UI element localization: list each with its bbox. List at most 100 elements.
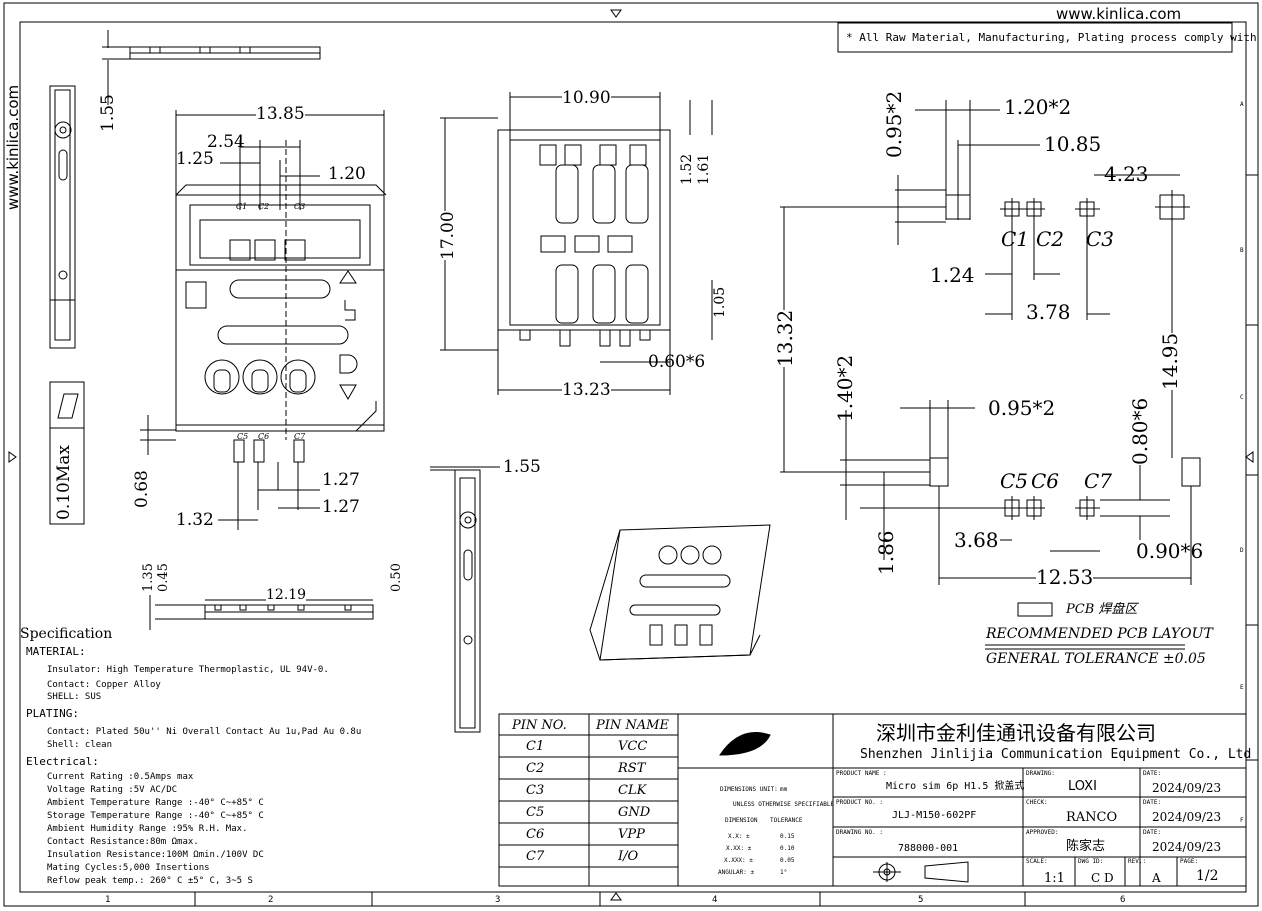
drawing-by: LOXI <box>1068 779 1097 794</box>
pin-no: C6 <box>526 827 545 842</box>
center-mark-bottom <box>610 892 622 901</box>
date-check: 2024/09/23 <box>1152 810 1222 824</box>
dim-top-060x6: 0.60*6 <box>648 352 706 372</box>
pin-no: C3 <box>526 783 545 798</box>
pcb-dim-090x6: 0.90*6 <box>1136 539 1204 563</box>
front-view <box>149 595 374 630</box>
pcb-pad-label: C2 <box>1036 227 1065 251</box>
pcb-dim-120x2: 1.20*2 <box>1004 95 1072 119</box>
pcb-dim-368: 3.68 <box>954 528 999 552</box>
page-label: PAGE: <box>1180 858 1199 865</box>
row-marker: A <box>1240 101 1244 108</box>
rev-label: REV.: <box>1128 858 1147 865</box>
pcb-dim-080x6: 0.80*6 <box>1128 397 1152 465</box>
pcb-legend-text: PCB 焊盘区 <box>1066 602 1138 617</box>
spec-insulator: Insulator: High Temperature Thermoplasti… <box>47 665 329 675</box>
product-no-label: PRODUCT NO. : <box>836 799 883 806</box>
tol-value: 0.05 <box>780 857 795 864</box>
dim-side-height: 1.55 <box>98 94 118 132</box>
spec-voltage: Voltage Rating :5V AC/DC <box>47 785 178 795</box>
col-marker: 3 <box>495 895 501 905</box>
dim-front-050: 0.50 <box>389 563 404 592</box>
dim-120: 1.20 <box>328 164 366 184</box>
spec-shell: SHELL: SUS <box>47 692 102 702</box>
header-website[interactable]: www.kinlica.com <box>1056 5 1182 23</box>
contact-label: C2 <box>258 202 270 211</box>
dim-top-1090: 10.90 <box>562 88 611 108</box>
pin-name: CLK <box>618 783 647 798</box>
unless-note: UNLESS OTHERWISE SPECIFIABLE <box>733 801 835 808</box>
dim-127a: 1.27 <box>322 470 360 490</box>
dims-unit: mm <box>780 786 788 793</box>
zone-ticks <box>194 174 1258 906</box>
logo-mark <box>719 732 771 756</box>
pcb-pad-label: C7 <box>1084 469 1113 493</box>
pcb-pad-label: C1 <box>1001 227 1030 251</box>
col-marker: 1 <box>105 895 111 905</box>
check-label: CHECK: <box>1026 799 1048 806</box>
drawing-no-label: DRAWING NO. : <box>836 829 883 836</box>
pcb-dim-1332: 13.32 <box>773 309 797 367</box>
col-marker: 6 <box>1120 895 1126 905</box>
right-side-view <box>430 466 500 733</box>
dim-125: 1.25 <box>176 149 214 169</box>
scale-label: SCALE: <box>1026 858 1048 865</box>
pcb-recommended: RECOMMENDED PCB LAYOUT <box>986 626 1213 642</box>
pcb-pad-label: C3 <box>1086 227 1115 251</box>
spec-electrical-head: Electrical: <box>26 755 99 768</box>
spec-reflow: Reflow peak temp.: 260° C ±5° C, 3~5 S <box>47 876 253 886</box>
spec-contact: Contact: Copper Alloy <box>47 680 161 690</box>
tol-value: 0.10 <box>780 845 795 852</box>
side-website: www.kinlica.com <box>4 84 22 210</box>
pin-name: RST <box>618 761 646 776</box>
scale-value: 1:1 <box>1044 871 1065 886</box>
pcb-dim-186: 1.86 <box>874 530 898 575</box>
flatness-box <box>49 381 85 525</box>
spec-storage-temp: Storage Temperature Range :-40° C~+85° C <box>47 811 264 821</box>
date-label: DATE: <box>1143 770 1162 777</box>
drawing-no: 788000-001 <box>898 843 959 854</box>
approved-label: APPROVED: <box>1026 829 1059 836</box>
pcb-pad-label: C6 <box>1031 469 1060 493</box>
date-drawing: 2024/09/23 <box>1152 781 1222 795</box>
pin-name: VCC <box>618 739 648 754</box>
dim-front-045: 0.45 <box>156 563 171 592</box>
dwg-id-label: DWG ID: <box>1078 858 1104 865</box>
center-mark-right <box>1245 451 1254 463</box>
pcb-dim-140x2: 1.40*2 <box>833 354 857 422</box>
company-cn: 深圳市金利佳通讯设备有限公司 <box>876 721 1156 745</box>
side-view-left <box>49 85 76 349</box>
dim-top-161: 1.61 <box>696 153 712 185</box>
spec-insulation: Insulation Resistance:100M Ωmin./100V DC <box>47 850 264 860</box>
pcb-dim-095x2-bot: 0.95*2 <box>988 396 1056 420</box>
drawing-label: DRAWING: <box>1026 770 1055 777</box>
spec-humidity: Ambient Humidity Range :95% R.H. Max. <box>47 824 248 834</box>
dim-132: 1.32 <box>176 510 214 530</box>
pcb-dim-095x2-top: 0.95*2 <box>882 90 906 158</box>
row-marker: B <box>1240 247 1244 254</box>
spec-material-head: MATERIAL: <box>26 645 86 658</box>
contact-label: C7 <box>294 432 306 441</box>
dim-pitch: 2.54 <box>207 132 245 152</box>
spec-title: Specification <box>20 626 113 642</box>
sheet-border <box>3 2 1259 907</box>
approved-by: 陈家志 <box>1066 839 1106 854</box>
pcb-tolerance: GENERAL TOLERANCE ±0.05 <box>986 651 1206 667</box>
col-marker: 5 <box>918 895 924 905</box>
pin-name: GND <box>618 805 651 820</box>
contact-label: C3 <box>294 202 306 211</box>
date-approved: 2024/09/23 <box>1152 840 1222 854</box>
rev-value: A <box>1152 871 1161 885</box>
row-marker: F <box>1240 817 1244 824</box>
side-view-top <box>102 30 321 105</box>
pcb-layout <box>780 100 1201 650</box>
middle-top-view <box>440 92 713 395</box>
pin-name: I/O <box>618 849 639 864</box>
dim-top-1700: 17.00 <box>438 211 458 260</box>
center-mark-top <box>610 9 622 18</box>
row-marker: D <box>1240 547 1244 554</box>
dim-top-105: 1.05 <box>712 286 728 318</box>
pcb-dim-1253: 12.53 <box>1036 565 1094 589</box>
dims-unit-label: DIMENSIONS UNIT: <box>720 786 778 793</box>
